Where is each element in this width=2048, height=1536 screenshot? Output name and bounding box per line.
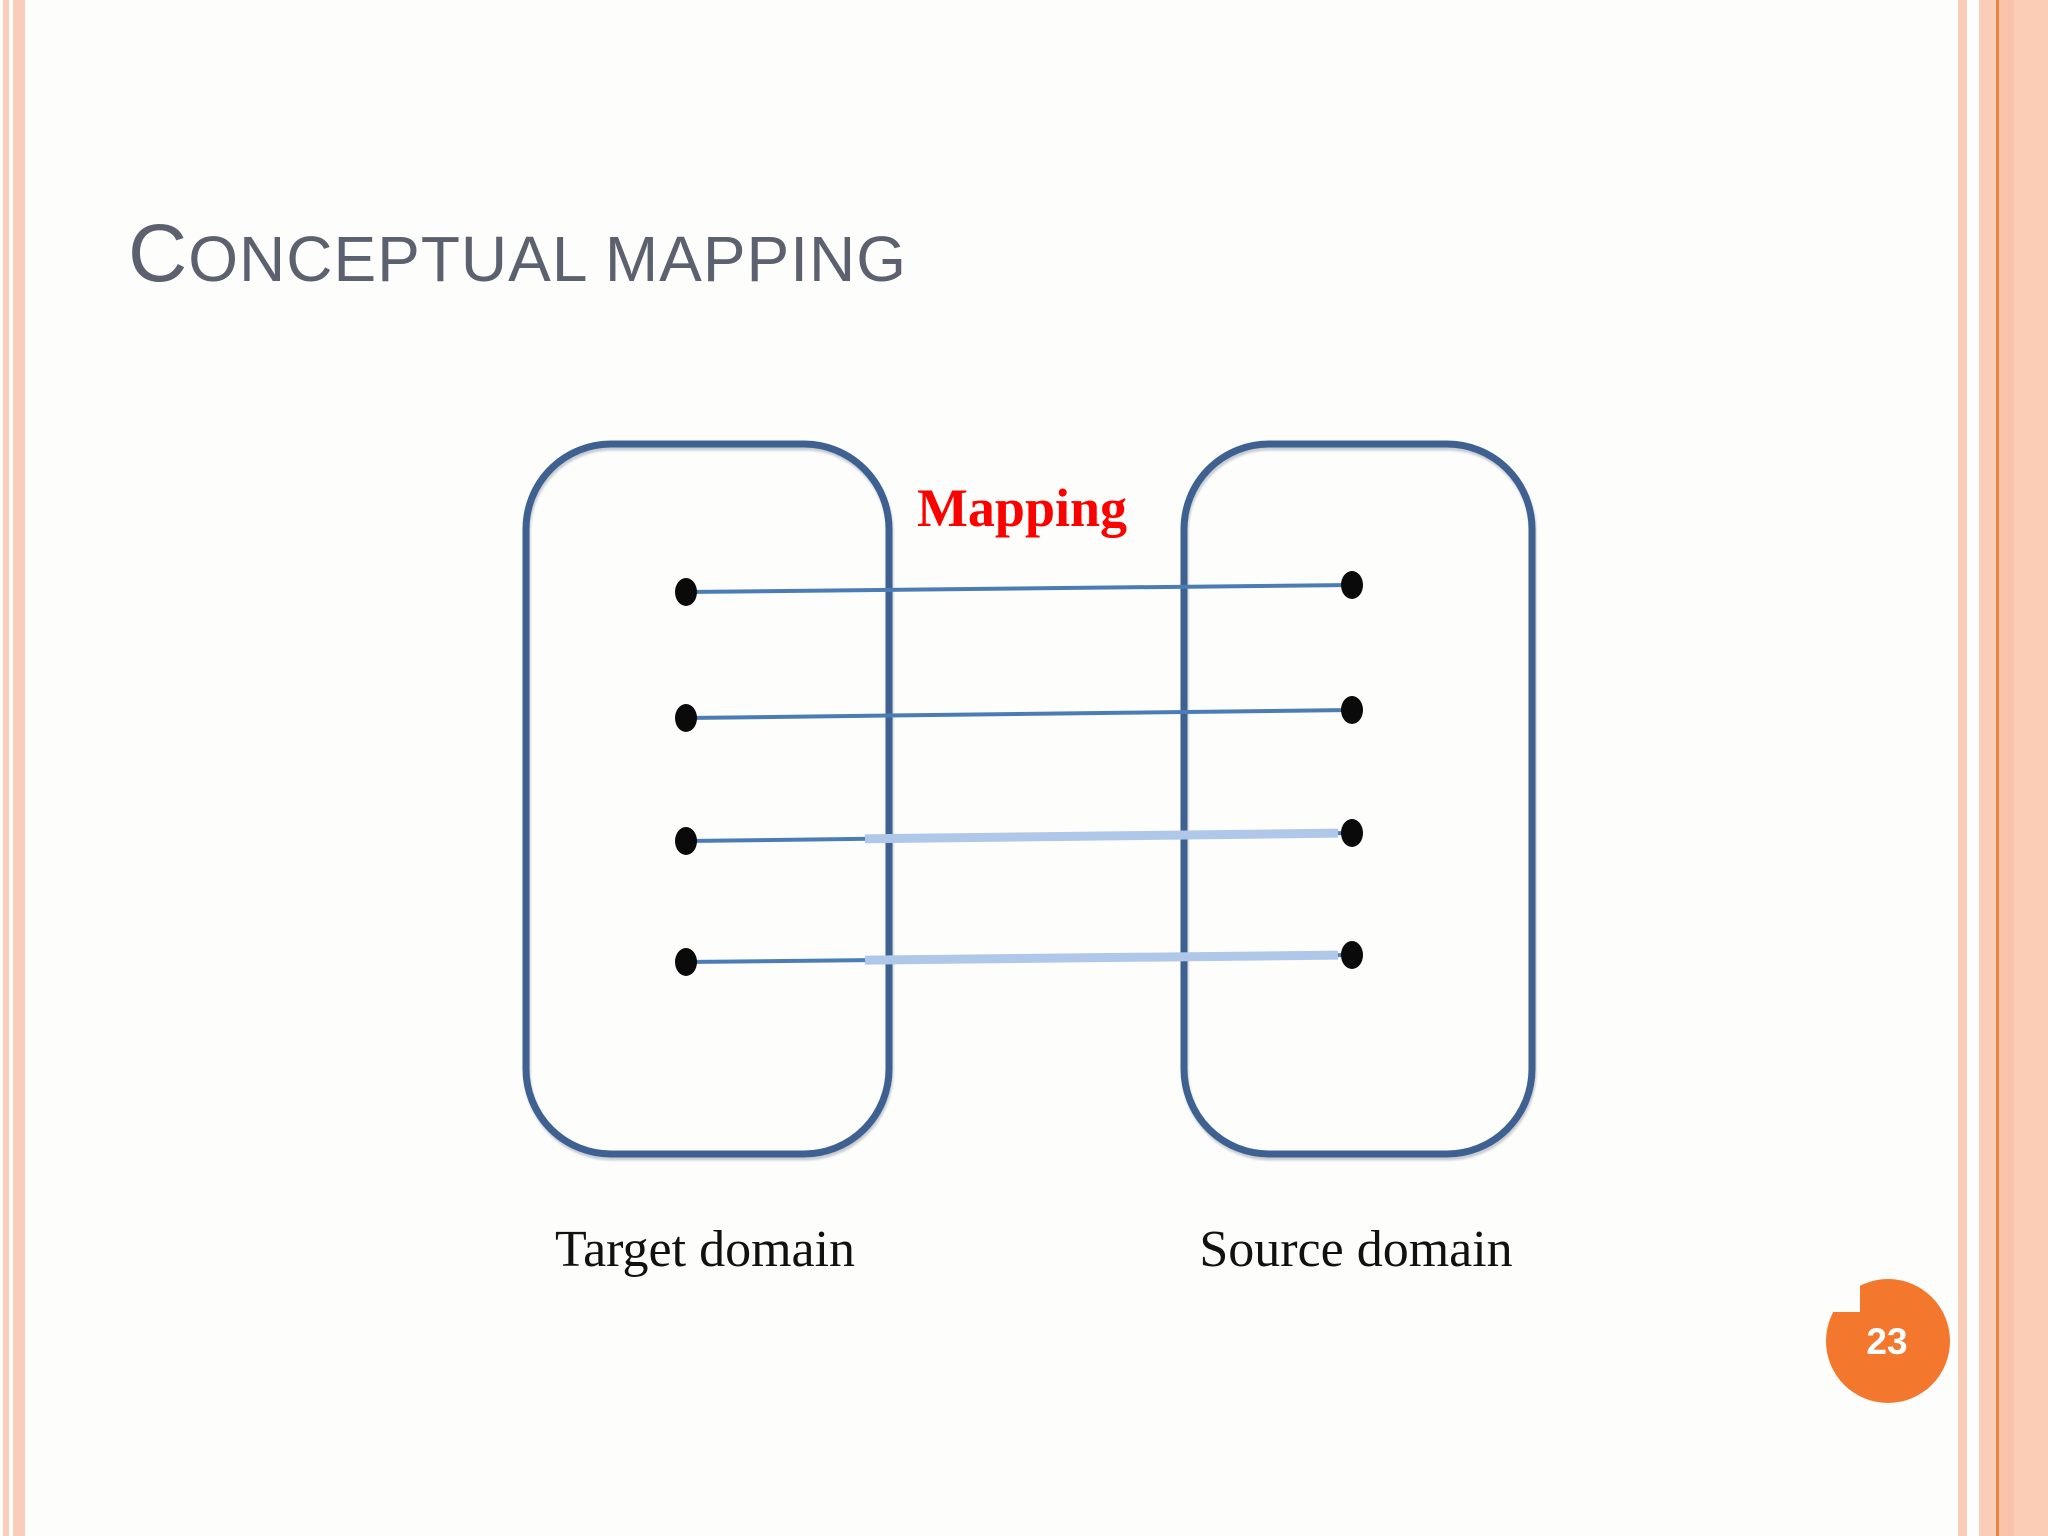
mapping-label: Mapping bbox=[917, 478, 1127, 538]
right-frame-stripe-outer bbox=[1958, 0, 1967, 1536]
endpoint-dot bbox=[675, 948, 697, 976]
slide-title-rest: ONCEPTUAL MAPPING bbox=[188, 223, 907, 295]
mapping-line bbox=[685, 583, 1353, 594]
mapping-line-highlight bbox=[864, 950, 1339, 965]
source-domain-label: Source domain bbox=[1199, 1221, 1512, 1278]
dots-layer bbox=[675, 571, 1363, 976]
slide-title: CONCEPTUAL MAPPING bbox=[128, 213, 907, 297]
endpoint-dot bbox=[1341, 696, 1363, 724]
right-frame-stripe-mid bbox=[1979, 0, 1996, 1536]
source-domain-shape bbox=[1180, 440, 1536, 1158]
right-frame-accent-line bbox=[1996, 0, 1999, 1536]
endpoint-dot bbox=[675, 578, 697, 606]
endpoint-dot bbox=[1341, 571, 1363, 599]
connections-layer bbox=[685, 583, 1353, 965]
endpoint-dot bbox=[1341, 941, 1363, 969]
left-frame-stripe-outer bbox=[3, 0, 9, 1536]
target-domain-shape bbox=[522, 440, 893, 1158]
right-frame-band-inner bbox=[1999, 0, 2014, 1536]
endpoint-dot bbox=[675, 827, 697, 855]
mapping-line bbox=[685, 708, 1353, 720]
page-number-badge: 23 bbox=[1786, 1250, 1950, 1403]
target-domain-label: Target domain bbox=[555, 1221, 855, 1278]
endpoint-dot bbox=[1341, 819, 1363, 847]
right-frame-band-outer bbox=[2014, 0, 2048, 1536]
endpoint-dot bbox=[675, 704, 697, 732]
page-number: 23 bbox=[1866, 1321, 1907, 1362]
mapping-line-highlight bbox=[864, 828, 1339, 844]
left-frame-stripe-inner bbox=[13, 0, 25, 1536]
badge-notch bbox=[1786, 1250, 1860, 1312]
slide-title-lead: C bbox=[128, 208, 189, 299]
